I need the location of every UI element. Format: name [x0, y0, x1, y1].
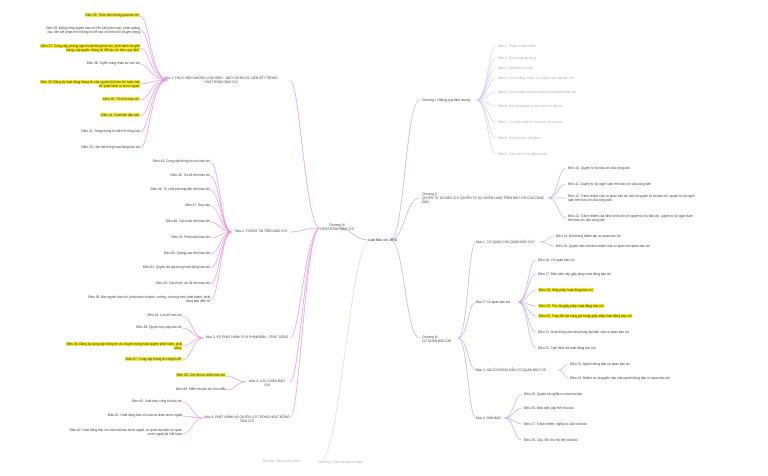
left-section-4[interactable]: Mục 4. LƯU CHIỂU BÁO CHÍ: [249, 379, 285, 387]
left-item-1-2[interactable]: Điều 36. Đăng nhập quyền báo chí liên kế…: [46, 26, 140, 34]
left-item-2-7[interactable]: Điều 50. Quảng cáo trên báo chí: [163, 251, 210, 255]
edge-root-r2: [389, 197, 421, 241]
right-item-2-3[interactable]: Điều 12. Trách nhiệm của cơ quan báo chí…: [568, 194, 695, 202]
left-item-3-1[interactable]: Điều 54. Lưu trữ báo chí: [147, 313, 182, 317]
right-item-1-4[interactable]: Điều 4. Chức năng, nhiệm vụ, quyền hạn c…: [498, 76, 574, 80]
left-item-2-9[interactable]: Điều 52. Cải chính, xin lỗi trên báo chí: [156, 281, 210, 285]
left-item-2-1[interactable]: Điều 44. Cung cấp thông tin cho báo chí: [153, 159, 210, 163]
item-text: Điều 20. Thay đổi nội dung ghi trong giấ…: [538, 314, 633, 318]
right-item-1-3[interactable]: Điều 3. Giải thích từ ngữ: [498, 66, 533, 70]
right-item-2-1[interactable]: Điều 10. Quyền tự do báo chí của công dâ…: [568, 166, 630, 170]
left-item-1-5[interactable]: Điều 39. Đăng ký hoạt động thông tin của…: [36, 80, 140, 88]
left-item-2-2[interactable]: Điều 45. Trả lời trên báo chí: [170, 173, 210, 177]
left-item-2-4[interactable]: Điều 47. Họp báo: [185, 203, 210, 207]
right-item-1-2[interactable]: Điều 2. Đối tượng áp dụng: [498, 56, 536, 60]
right-item-3b-3[interactable]: Điều 18. Giấy phép hoạt động báo chí: [538, 288, 658, 292]
right-item-3a-1[interactable]: Điều 14. Đối tượng thành lập cơ quan báo…: [556, 234, 621, 238]
right-item-3b-6[interactable]: Điều 21. Hoạt động của văn phòng đại diệ…: [538, 330, 630, 334]
right-item-3d-3[interactable]: Điều 27. Trách nhiệm, nghĩa vụ của nhà b…: [524, 422, 587, 426]
left-item-1-7[interactable]: Điều 41. Xuất bản đặc san: [80, 113, 140, 117]
right-chapter-3[interactable]: Chương III CƠ QUAN BÁO CHÍ: [422, 335, 452, 343]
right-item-3b-2[interactable]: Điều 17. Điều kiện cấp giấy phép hoạt độ…: [538, 272, 612, 276]
right-item-2-2[interactable]: Điều 11. Quyền tự do ngôn luận trên báo …: [568, 182, 651, 186]
right-item-1-1[interactable]: Điều 1. Phạm vi điều chỉnh: [498, 44, 536, 48]
right-section-3-2[interactable]: Mục 2. Cơ quan báo chí: [476, 300, 511, 304]
edge-root-faint: [319, 241, 369, 463]
right-chapter-1[interactable]: Chương I. Những quy định chung: [422, 98, 470, 102]
item-text: Điều 40. Tổ chức báo chí: [102, 97, 140, 101]
bottom-faint-item-2[interactable]: Chương V. Điều khoản thi hành: [318, 460, 363, 464]
left-item-1-8[interactable]: Điều 42. Trang thông tin điện tử tổng hợ…: [81, 129, 140, 133]
left-section-2[interactable]: Mục 2. THÔNG TIN TRÊN BÁO CHÍ: [235, 229, 287, 233]
item-text: Điều 37. Cung cấp, phòng ngừa hoạt động …: [40, 44, 140, 52]
left-item-2-6[interactable]: Điều 49. Phát hành báo chí: [171, 235, 210, 239]
left-item-4-1[interactable]: Điều 58. Chế độ lưu chiểu báo chí: [150, 373, 226, 377]
right-item-1-8[interactable]: Điều 8. Hội Nhà báo Việt Nam: [498, 136, 541, 140]
left-item-3-2[interactable]: Điều 55. Quyền truy cập báo chí: [136, 325, 182, 329]
left-item-1-1[interactable]: Điều 35. Thực hiện thông qua báo chí: [56, 13, 140, 17]
left-section-3[interactable]: Mục 3. XỬ PHẠT HÀNH VI VI PHẠM BẢN... PH…: [205, 335, 289, 339]
right-section-3-3[interactable]: Mục 3. NGƯỜI ĐỨNG ĐẦU CƠ QUAN BÁO CHÍ: [476, 368, 546, 372]
item-text: Điều 58. Chế độ lưu chiểu báo chí: [175, 373, 226, 377]
right-item-3c-1[interactable]: Điều 23. Người đứng đầu cơ quan báo chí: [570, 362, 631, 366]
edge-root-r3: [389, 239, 421, 339]
item-text: Điều 18. Giấy phép hoạt động báo chí: [538, 288, 594, 292]
item-text: Điều 39. Đăng ký hoạt động thông tin của…: [39, 80, 140, 88]
left-item-2-10[interactable]: Điều 53. Bản quyền báo chí, phát hành ch…: [88, 295, 210, 303]
item-text: Điều 19. Thu hồi giấy phép hoạt động báo…: [538, 304, 605, 308]
right-item-1-9[interactable]: Điều 9. Các hành vi bị nghiêm cấm: [498, 152, 548, 156]
left-item-1-3[interactable]: Điều 37. Cung cấp, phòng ngừa hoạt động …: [40, 44, 140, 52]
left-item-1-6[interactable]: Điều 40. Tổ chức báo chí: [80, 97, 140, 101]
right-item-2-4[interactable]: Điều 13. Trách nhiệm của Nhà nước đối vớ…: [568, 214, 693, 222]
right-item-1-5[interactable]: Điều 5. Chính sách của Nhà nước về phát …: [498, 90, 577, 94]
right-item-3a-2[interactable]: Điều 15. Quyền hạn và trách nhiệm của cơ…: [556, 244, 651, 248]
left-item-2-3[interactable]: Điều 46. Từ chối phương tiện trên báo ch…: [150, 187, 210, 191]
right-item-3b-5[interactable]: Điều 20. Thay đổi nội dung ghi trong giấ…: [538, 314, 678, 318]
left-item-5-1[interactable]: Điều 60. Xuất bản, công bố báo chí: [132, 399, 182, 403]
edge-root-r1: [389, 99, 421, 241]
item-text: Điều 35. Thực hiện thông qua báo chí: [84, 13, 140, 17]
left-item-4-2[interactable]: Điều 59. Kiểm tra báo chí lưu chiểu: [176, 387, 226, 391]
bottom-faint-item-1[interactable]: Điều 63. Hiệu lực thi hành: [263, 459, 300, 463]
left-item-5-3[interactable]: Điều 62. Hoạt động báo chí của nhà báo n…: [69, 428, 182, 436]
right-item-3d-4[interactable]: Điều 28. Cấp, đổi, thu hồi thẻ nhà báo: [524, 438, 578, 442]
edge-root-left: [339, 227, 369, 241]
right-item-3b-1[interactable]: Điều 16. Cơ quan báo chí: [538, 258, 575, 262]
left-section-5[interactable]: Mục 5. PHÁT HÀNH VÀ QUYỀN LỢI TRONG HOẠT…: [204, 415, 290, 423]
right-item-3c-2[interactable]: Điều 24. Nhiệm vụ và quyền hạn của người…: [570, 376, 671, 380]
right-item-3b-7[interactable]: Điều 22. Tạm đình chỉ hoạt động báo chí: [538, 346, 596, 350]
right-item-1-7[interactable]: Điều 7. Cơ quan quản lý nhà nước về báo …: [498, 120, 563, 124]
right-item-3d-2[interactable]: Điều 26. Điều kiện cấp thẻ nhà báo: [524, 406, 574, 410]
left-chapter-node[interactable]: Chương IV HOẠT ĐỘNG BÁO CHÍ: [320, 223, 354, 231]
left-item-5-2[interactable]: Điều 61. Hoạt động báo chí của cá nhân n…: [107, 413, 182, 417]
item-text: Điều 57. Cung cấp thông tin chuyên đề: [124, 357, 182, 361]
left-item-1-4[interactable]: Điều 38. Tuyển dụng nhân sự báo chí: [86, 61, 140, 65]
left-item-2-8[interactable]: Điều 51. Quyền tác giả trong hoạt động b…: [143, 265, 210, 269]
right-item-1-6[interactable]: Điều 6. Nội dung quản lý nhà nước về báo…: [498, 104, 564, 108]
right-section-3-4[interactable]: Mục 4. NHÀ BÁO: [476, 416, 501, 420]
right-chapter-2[interactable]: Chương II QUYỀN TỰ DO BÁO CHÍ, QUYỀN TỰ …: [422, 192, 544, 204]
right-item-3b-4[interactable]: Điều 19. Thu hồi giấy phép hoạt động báo…: [538, 304, 658, 308]
right-section-3-1[interactable]: Mục 1. CƠ QUAN CHỦ QUẢN BÁO CHÍ: [476, 240, 534, 244]
item-text: Điều 56. Đăng ký cung cấp thông tin và c…: [65, 342, 182, 350]
left-item-1-9[interactable]: Điều 43. Liên kết trong hoạt động báo ch…: [81, 145, 140, 149]
root-node[interactable]: Luật Báo chí 2016: [368, 238, 398, 242]
left-item-3-3[interactable]: Điều 56. Đăng ký cung cấp thông tin và c…: [60, 342, 182, 350]
left-section-1[interactable]: Mục 1. THỰC HIỆN NHỮNG LOẠI HÌNH... BÁO …: [164, 76, 278, 84]
right-item-3d-1[interactable]: Điều 25. Quyền và nghĩa vụ của nhà báo: [524, 392, 582, 396]
left-item-2-5[interactable]: Điều 48. Cải chính trên báo chí: [166, 219, 210, 223]
item-text: Điều 41. Xuất bản đặc san: [100, 113, 140, 117]
left-item-3-4[interactable]: Điều 57. Cung cấp thông tin chuyên đề: [100, 357, 182, 361]
